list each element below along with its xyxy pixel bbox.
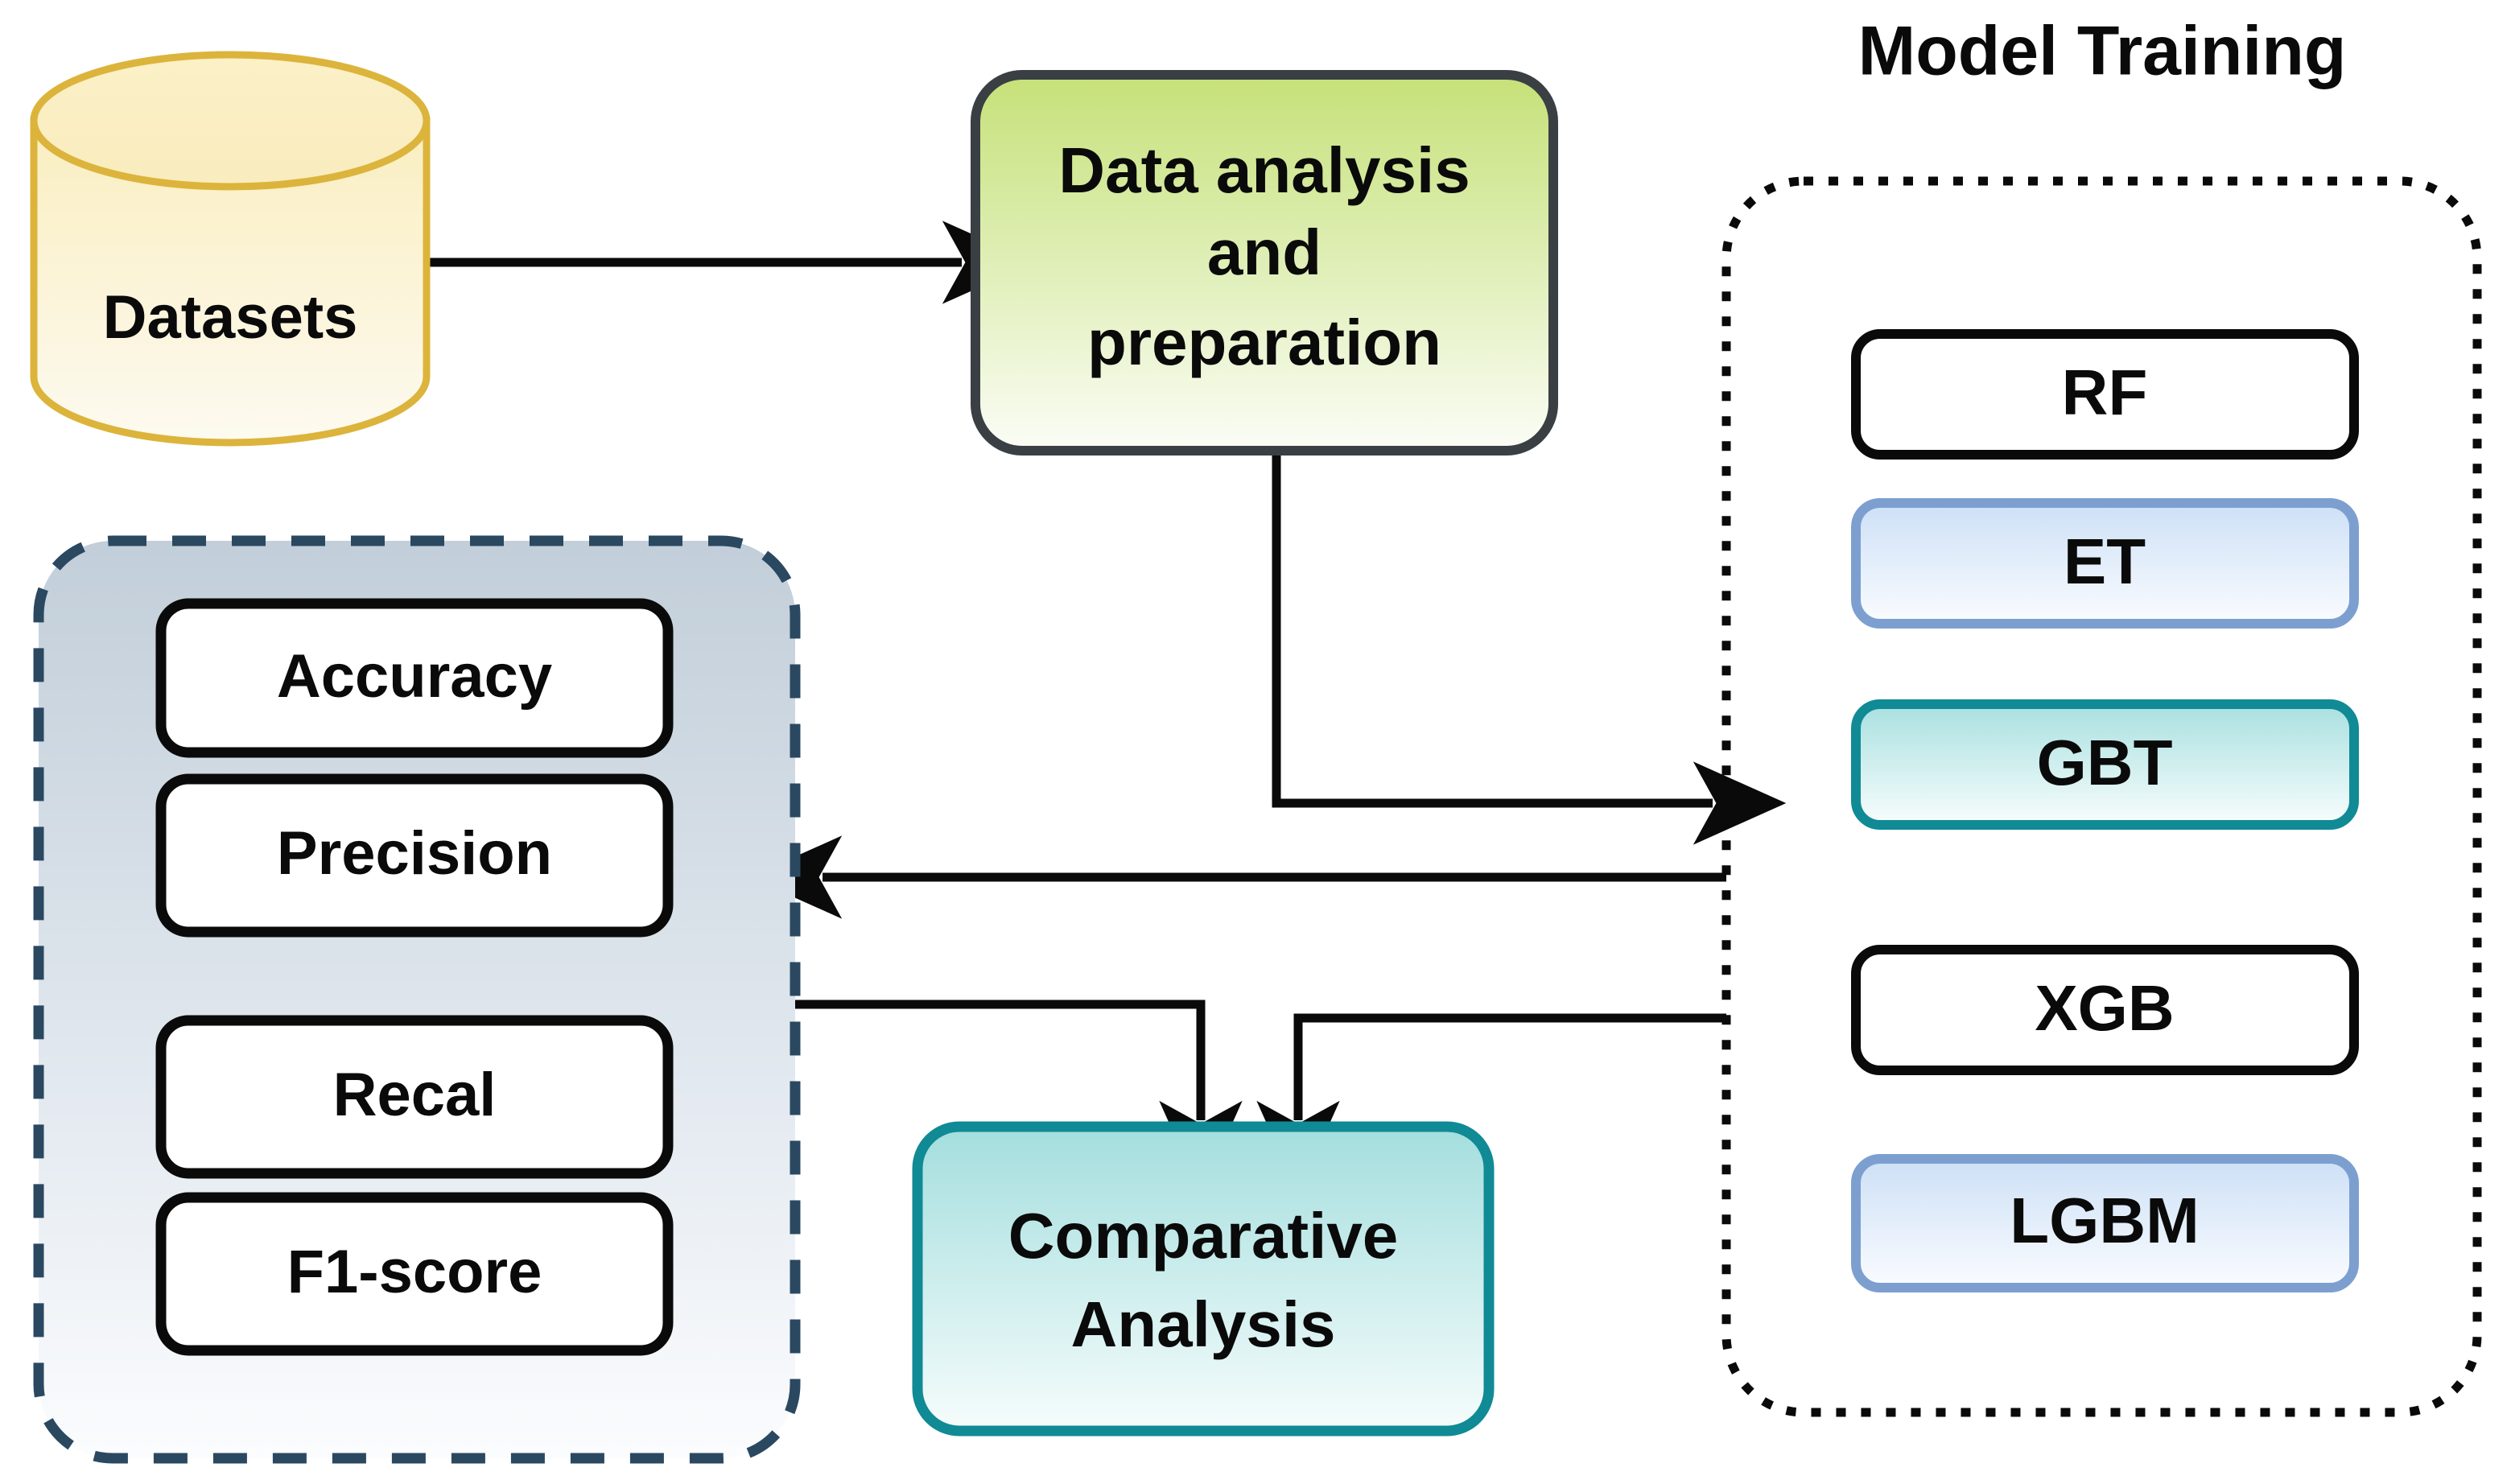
model-box-rf[interactable]: RF: [1851, 329, 2359, 460]
model-box-lgbm[interactable]: LGBM: [1851, 1154, 2359, 1292]
model-training-container: [1721, 176, 2482, 1417]
datasets-label: Datasets: [103, 283, 358, 352]
model-box-gbt[interactable]: GBT: [1851, 699, 2359, 830]
model-box-xgb[interactable]: XGB: [1851, 945, 2359, 1075]
model-label-lgbm: LGBM: [2010, 1185, 2200, 1256]
datasets-node[interactable]: Datasets: [30, 51, 431, 447]
model-label-rf: RF: [2062, 357, 2148, 428]
metric-label-f1score: F1-score: [287, 1238, 542, 1306]
cylinder-top-ellipse: [30, 51, 431, 191]
metric-label-precision: Precision: [277, 819, 552, 888]
metric-label-recal: Recal: [333, 1061, 497, 1129]
edge-analysis-to-model-training: [1272, 451, 1787, 845]
model-box-et[interactable]: ET: [1851, 498, 2359, 629]
metric-box-recal[interactable]: Recal: [155, 1015, 674, 1179]
metric-label-accuracy: Accuracy: [277, 642, 552, 711]
metric-box-accuracy[interactable]: Accuracy: [155, 598, 674, 758]
model-training-heading: Model Training: [1858, 13, 2347, 90]
model-label-gbt: GBT: [2037, 727, 2173, 798]
model-label-xgb: XGB: [2035, 972, 2174, 1044]
comparative-analysis-line2: Analysis: [1070, 1288, 1335, 1360]
comparative-analysis-node[interactable]: Comparative Analysis: [912, 1121, 1495, 1437]
model-label-et: ET: [2064, 526, 2146, 597]
edge-model-training-to-comparative: [1256, 1013, 1726, 1194]
data-analysis-line2: and: [1207, 216, 1321, 288]
data-analysis-line3: preparation: [1087, 307, 1441, 378]
metric-box-precision[interactable]: Precision: [155, 773, 674, 938]
data-analysis-line1: Data analysis: [1058, 134, 1470, 206]
comparative-analysis-line1: Comparative: [1008, 1200, 1399, 1272]
metric-box-f1score[interactable]: F1-score: [155, 1192, 674, 1356]
data-analysis-node[interactable]: Data analysis and preparation: [971, 70, 1558, 456]
edge-metrics-to-comparative: [795, 1000, 1243, 1194]
